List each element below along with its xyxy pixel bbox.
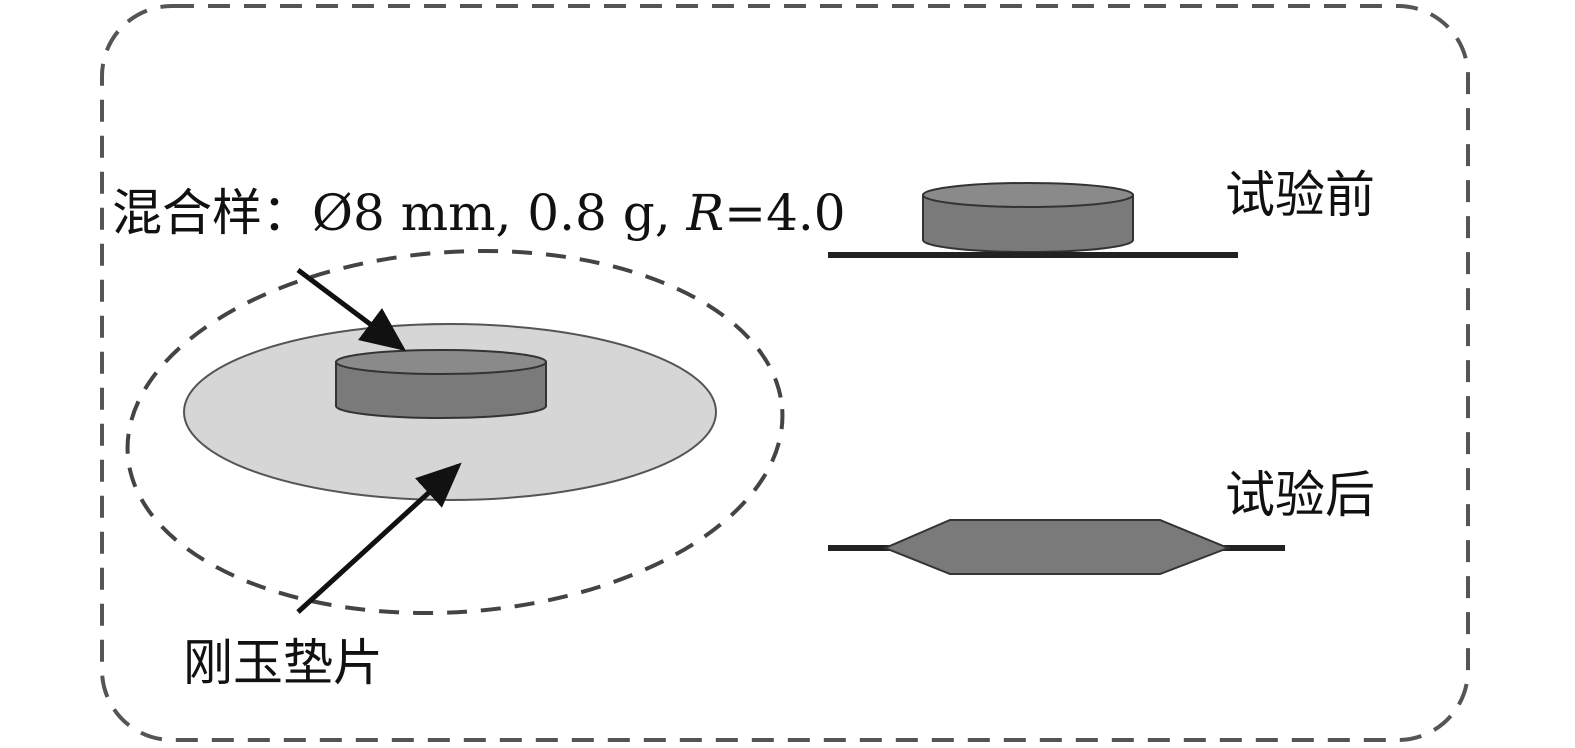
sample-label: 混合样：Ø8 mm, 0.8 g, R=4.0 — [112, 184, 846, 242]
before-test-sample — [922, 182, 1134, 253]
after-test-label: 试验后 — [1225, 466, 1375, 524]
before-test-label: 试验前 — [1225, 166, 1375, 224]
pad-arrow — [296, 462, 462, 614]
sample-cylinder — [335, 349, 547, 419]
dashed-region-ellipse — [125, 248, 785, 616]
after-test-sample — [882, 519, 1231, 575]
pad-label: 刚玉垫片 — [183, 634, 383, 692]
sample-arrow — [296, 268, 406, 351]
outer-dashed-border — [100, 4, 1470, 742]
